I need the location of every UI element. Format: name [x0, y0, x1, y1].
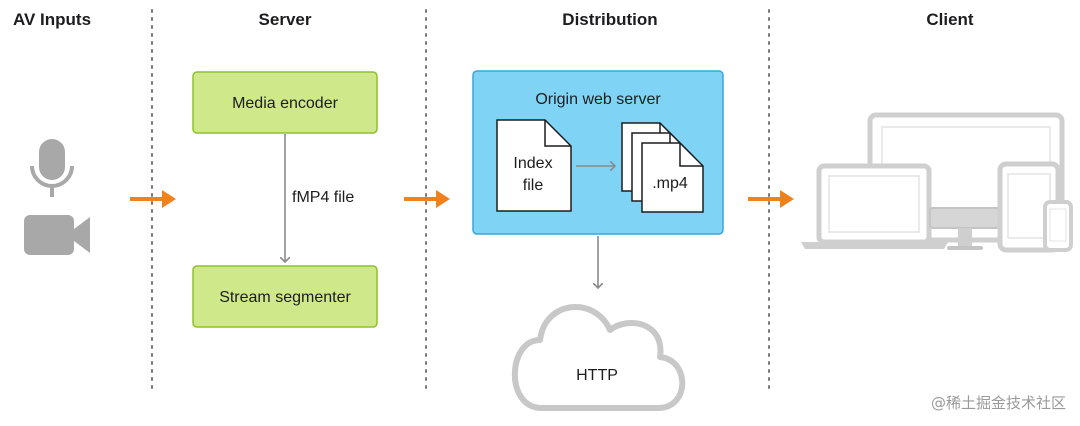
- imac-icon: [929, 207, 1001, 250]
- column-title-server: Server: [259, 10, 312, 29]
- origin-web-server-label: Origin web server: [535, 91, 661, 108]
- media-encoder-label: Media encoder: [232, 95, 339, 112]
- flow-arrow-3: [748, 190, 794, 208]
- laptop-icon: [801, 163, 948, 249]
- column-title-client: Client: [926, 10, 974, 29]
- microphone-icon: [30, 139, 74, 197]
- mp4-segments-stack: .mp4: [621, 122, 704, 213]
- video-camera-icon: [24, 215, 90, 255]
- column-title-av-inputs: AV Inputs: [13, 10, 91, 29]
- flow-arrow-2: [404, 190, 450, 208]
- http-label: HTTP: [576, 367, 618, 384]
- stream-segmenter-box: Stream segmenter: [192, 265, 378, 328]
- document-icon: Index file: [496, 119, 572, 212]
- cloud-icon: HTTP: [511, 304, 686, 411]
- flow-arrow-1: [130, 190, 176, 208]
- column-title-distribution: Distribution: [562, 10, 657, 29]
- index-file-label-line2: file: [523, 177, 544, 194]
- fmp4-file-label: fMP4 file: [292, 189, 354, 206]
- stream-segmenter-label: Stream segmenter: [219, 289, 351, 306]
- mp4-label: .mp4: [652, 175, 688, 192]
- watermark: @稀土掘金技术社区: [931, 394, 1066, 412]
- phone-icon: [1043, 200, 1073, 252]
- media-encoder-box: Media encoder: [192, 71, 378, 134]
- column-dividers: [151, 9, 770, 389]
- index-file-label-line1: Index: [513, 155, 552, 172]
